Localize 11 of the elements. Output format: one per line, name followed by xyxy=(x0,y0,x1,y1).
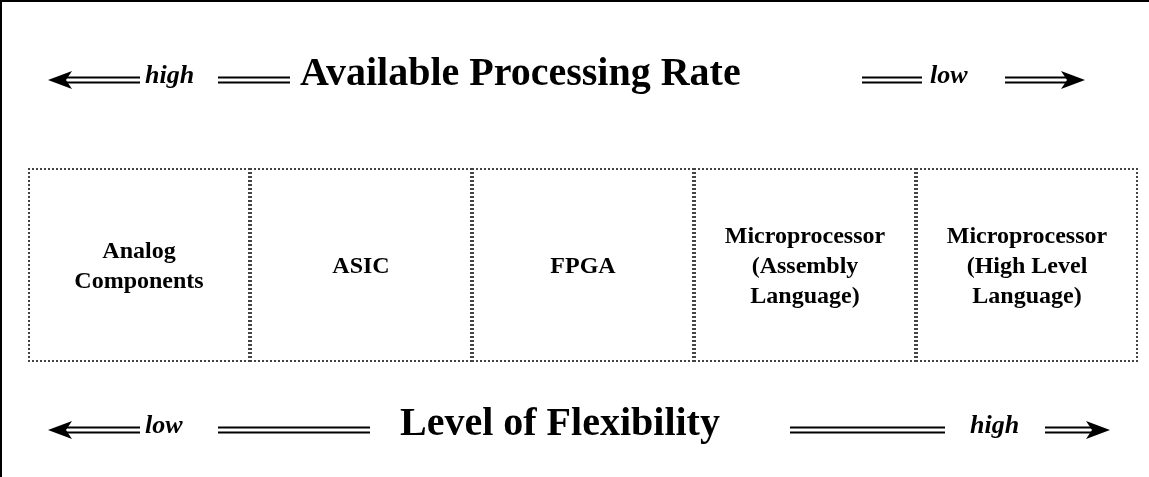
scale-end-label: low xyxy=(145,410,183,440)
scale-title: Level of Flexibility xyxy=(400,398,720,445)
scale-end-label: high xyxy=(145,60,195,90)
component-box: ASIC xyxy=(250,168,472,362)
scale-end-label: high xyxy=(970,410,1020,440)
scale-end-label: low xyxy=(930,60,968,90)
component-box: FPGA xyxy=(472,168,694,362)
scale-title: Available Processing Rate xyxy=(300,48,741,95)
component-box: Analog Components xyxy=(28,168,250,362)
component-box: Microprocessor (Assembly Language) xyxy=(694,168,916,362)
component-box: Microprocessor (High Level Language) xyxy=(916,168,1138,362)
